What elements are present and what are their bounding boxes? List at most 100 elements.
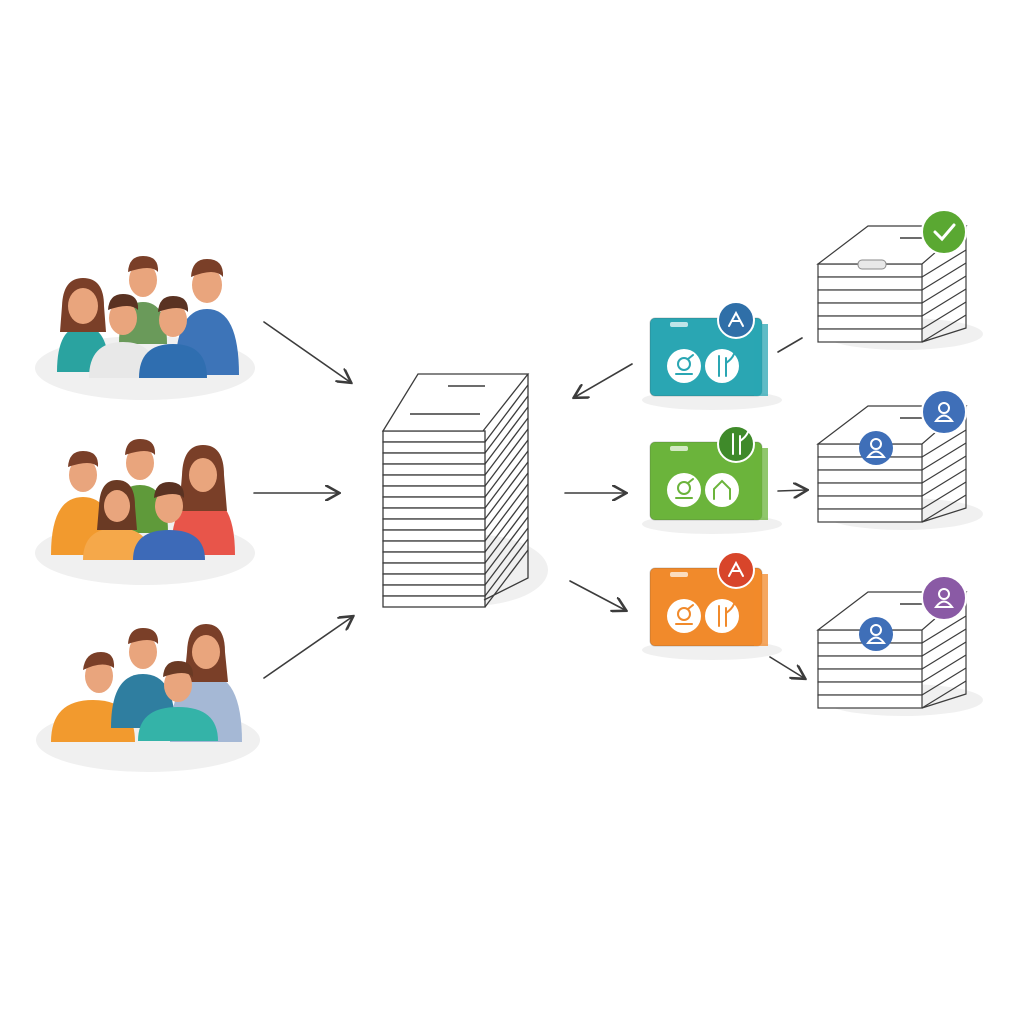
person-face <box>155 489 183 523</box>
stack-sheet-edge <box>921 275 967 304</box>
stack-sheet <box>382 562 486 575</box>
stack-sheet <box>382 441 486 454</box>
stack-sheet-edge <box>484 450 529 509</box>
check-icon <box>933 223 956 242</box>
microscope-icon <box>675 354 694 375</box>
person <box>138 661 218 741</box>
robot-icon <box>675 478 694 499</box>
person-face <box>85 659 113 693</box>
gear-icon <box>675 604 694 625</box>
reviewer-document-stack <box>816 575 983 716</box>
person-hair <box>158 296 189 312</box>
green-category-box <box>642 425 782 534</box>
arrow-stack-to-orange <box>569 580 625 610</box>
person-face <box>189 458 217 492</box>
stack-sheet <box>817 289 923 304</box>
stack-sheet-edge <box>921 288 967 317</box>
stack-sheet <box>817 668 923 683</box>
person-body <box>133 530 205 560</box>
bamboo-icon <box>718 603 735 627</box>
stack-sheet <box>817 469 923 484</box>
arrow-teal-to-stack <box>575 363 633 397</box>
stack-sheet-edge <box>921 442 967 471</box>
stack-sheet-edge <box>921 615 967 644</box>
person-face <box>129 635 157 669</box>
stack-sheet-edge <box>921 481 967 510</box>
stack-sheet-edge <box>484 472 529 531</box>
user-icon <box>934 588 954 608</box>
user-document-stack <box>816 389 983 530</box>
arrow-orange-to-reviewer-stack <box>769 656 804 678</box>
stack-sheet-edge <box>484 538 529 597</box>
person <box>139 296 207 378</box>
person <box>133 482 205 560</box>
stack-sheet <box>382 430 486 443</box>
person <box>119 256 167 344</box>
stack-sheet <box>817 681 923 696</box>
person-hair <box>154 482 185 498</box>
stack-side <box>921 406 967 523</box>
bamboo-icon <box>718 353 735 377</box>
person-hair <box>163 661 194 677</box>
person-face <box>68 288 98 324</box>
stack-sheet-edge <box>484 417 529 476</box>
stack-sheet <box>382 507 486 520</box>
stack-sheet <box>382 529 486 542</box>
stack-sheet-edge <box>921 494 967 523</box>
stack-side <box>921 226 967 343</box>
stack-sheet <box>382 463 486 476</box>
box-side <box>754 324 768 396</box>
stack-sheet-edge <box>921 641 967 670</box>
box-side <box>754 574 768 646</box>
stack-sheet <box>817 302 923 317</box>
stack-sheet <box>382 595 486 608</box>
stack-sheet-edge <box>484 494 529 553</box>
person-face <box>109 301 137 335</box>
people-group-3 <box>36 624 260 772</box>
person-face <box>164 668 192 702</box>
user-icon <box>866 624 886 644</box>
stack-sheet-edge <box>921 654 967 683</box>
stack-sheet-edge <box>484 395 529 454</box>
person-hair <box>125 439 156 455</box>
stack-sheet <box>382 496 486 509</box>
central-document-stack <box>381 373 548 608</box>
person-hair <box>128 256 159 272</box>
person-face <box>192 267 222 303</box>
box-icon-circle <box>667 473 701 507</box>
stack-sheet-edge <box>921 667 967 696</box>
stack-sheet <box>382 573 486 586</box>
stack-label-tab <box>857 259 887 270</box>
stack-sheet-edge <box>484 461 529 520</box>
stack-sheet <box>382 474 486 487</box>
connector-teal-to-approved <box>777 337 803 353</box>
stack-sheet-edge <box>484 549 529 608</box>
stack-sheet <box>382 584 486 597</box>
stack-sheet <box>382 551 486 564</box>
stack-sheet-edge <box>921 455 967 484</box>
stack-sheet <box>817 694 923 709</box>
stack-sheet <box>817 315 923 330</box>
stack-sheet <box>817 482 923 497</box>
stack-sheet-edge <box>921 680 967 709</box>
house-icon <box>713 479 731 500</box>
approved-document-stack <box>816 209 983 350</box>
stack-sheet <box>817 495 923 510</box>
stack-sheet-edge <box>921 429 967 458</box>
person-hair <box>108 294 139 310</box>
box-slot <box>670 322 688 327</box>
stack-badge <box>921 209 967 255</box>
person-face <box>192 635 220 669</box>
stack-sheet <box>817 276 923 291</box>
stack-side <box>483 374 529 601</box>
box-icon-circle <box>667 349 701 383</box>
stack-sheet-edge <box>921 314 967 343</box>
person-face <box>129 263 157 297</box>
person-hair <box>68 451 99 467</box>
stack-sheet <box>382 540 486 553</box>
people-group-1 <box>35 256 255 400</box>
stack-sheet-edge <box>921 468 967 497</box>
arrows <box>253 321 806 678</box>
